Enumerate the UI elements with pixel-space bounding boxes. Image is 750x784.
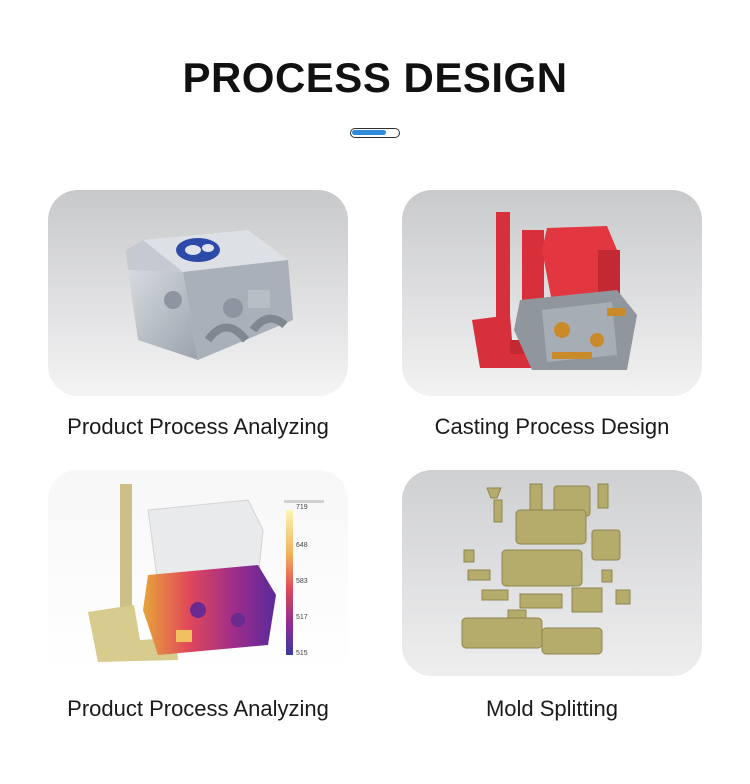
legend-value-5: 515 — [296, 650, 308, 657]
gating-system-icon — [472, 212, 637, 370]
card-caption-1: Product Process Analyzing — [67, 414, 329, 439]
temperature-legend — [284, 500, 324, 655]
card-product-analysis-image — [48, 190, 348, 396]
card-caption-4: Mold Splitting — [485, 696, 619, 721]
title-divider — [350, 128, 400, 138]
legend-value-2: 648 — [296, 542, 308, 549]
card-mold-splitting-image — [402, 470, 702, 676]
card-casting-design-image — [402, 190, 702, 396]
card-simulation-image: 719 648 583 517 515 — [48, 470, 348, 676]
page-title: PROCESS DESIGN — [182, 54, 568, 101]
legend-value-4: 517 — [296, 614, 308, 621]
legend-value-3: 583 — [296, 578, 308, 585]
card-caption-3: Product Process Analyzing — [67, 696, 329, 721]
thermal-simulation-icon — [88, 484, 276, 662]
engine-block-icon — [126, 230, 293, 360]
legend-value-1: 719 — [296, 504, 308, 511]
mold-parts-icon — [461, 483, 631, 655]
card-caption-2: Casting Process Design — [434, 414, 670, 439]
